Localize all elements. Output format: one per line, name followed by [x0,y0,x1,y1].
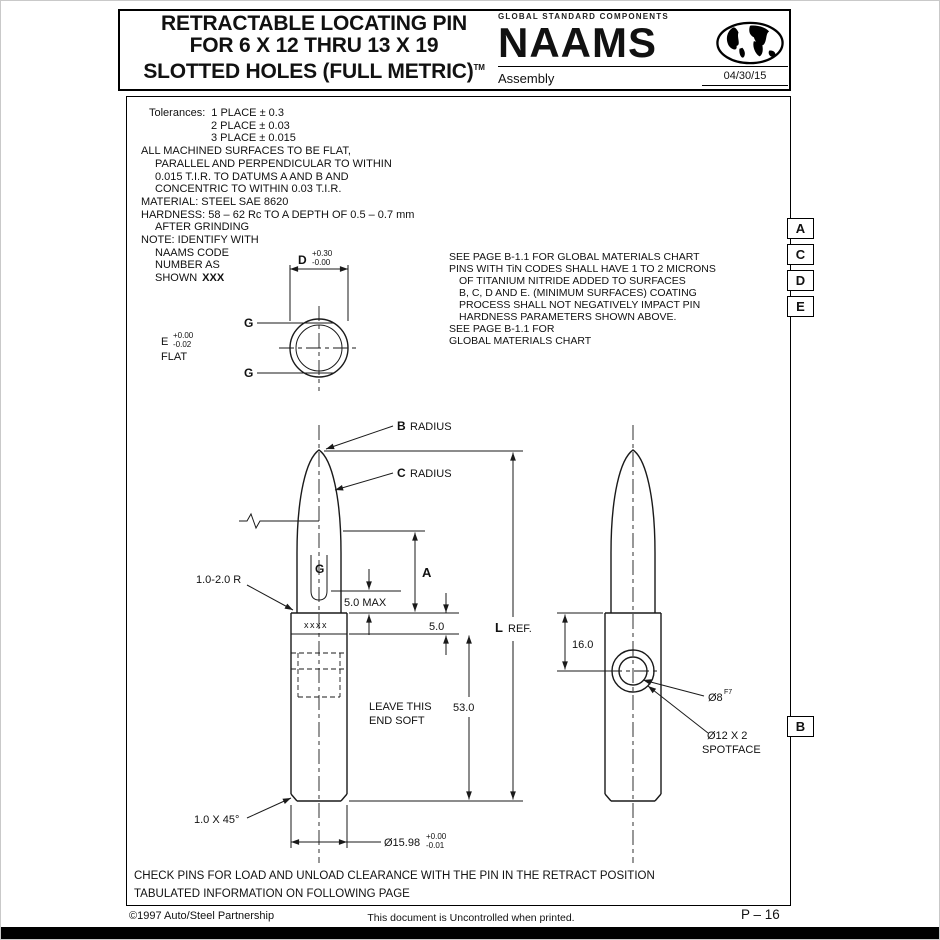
naams-code-placeholder: XXX [202,272,225,285]
brand-bottom-row: Assembly 04/30/15 [498,67,788,86]
note-line: HARDNESS PARAMETERS SHOWN ABOVE. [459,311,677,323]
note-line: CONCENTRIC TO WITHIN 0.03 T.I.R. [155,183,342,196]
note-line: 0.015 T.I.R. TO DATUMS A AND B AND [155,170,349,183]
title-block-border [118,9,791,91]
globe-icon [716,21,784,65]
datum-tab-b: B [787,716,814,737]
tolerance-3: 3 PLACE ± 0.015 [211,132,296,145]
brand-block: GLOBAL STANDARD COMPONENTS NAAMS Assembl… [498,12,788,86]
note-line: B, C, D AND E. (MINIMUM SURFACES) COATIN… [459,287,697,299]
page-number: P – 16 [741,907,780,922]
revision-date: 04/30/15 [702,67,788,86]
note-line: PINS WITH TiN CODES SHALL HAVE 1 TO 2 MI… [449,263,716,275]
footer-bar [1,927,939,939]
title-line-1: RETRACTABLE LOCATING PIN [161,12,467,35]
note-line: PROCESS SHALL NOT NEGATIVELY IMPACT PIN [459,299,701,311]
drawing-border [126,96,791,906]
note-line: MATERIAL: STEEL SAE 8620 [141,195,289,208]
note-line: SEE PAGE B-1.1 FOR [449,323,555,335]
note-line: AFTER GRINDING [155,221,250,234]
title-line-3: SLOTTED HOLES (FULL METRIC)TM [129,57,499,83]
copyright-text: ©1997 Auto/Steel Partnership [129,910,275,922]
note-line: HARDNESS: 58 – 62 Rc TO A DEPTH OF 0.5 –… [141,208,415,221]
uncontrolled-note: This document is Uncontrolled when print… [367,912,575,924]
title-line-3-text: SLOTTED HOLES (FULL METRIC) [143,60,474,83]
tolerance-1: 1 PLACE ± 0.3 [211,107,284,119]
datum-tab-e: E [787,296,814,317]
drawing-title: RETRACTABLE LOCATING PIN FOR 6 X 12 THRU… [129,13,499,83]
general-notes: Tolerances:1 PLACE ± 0.3 2 PLACE ± 0.03 … [141,107,414,285]
brand-tagline: GLOBAL STANDARD COMPONENTS [498,12,669,21]
materials-note: SEE PAGE B-1.1 FOR GLOBAL MATERIALS CHAR… [449,251,716,347]
tabulated-info-note: TABULATED INFORMATION ON FOLLOWING PAGE [134,888,410,900]
note-line: PARALLEL AND PERPENDICULAR TO WITHIN [155,157,392,170]
note-line: SEE PAGE B-1.1 FOR GLOBAL MATERIALS CHAR… [449,251,700,263]
brand-divider [498,66,788,67]
tolerance-2: 2 PLACE ± 0.03 [211,119,290,132]
check-pins-note: CHECK PINS FOR LOAD AND UNLOAD CLEARANCE… [134,870,655,882]
note-line: NUMBER AS [155,259,220,272]
datum-tab-d: D [787,270,814,291]
shown-label: SHOWN [155,272,198,285]
naams-logo-row: NAAMS [498,21,788,65]
note-line: ALL MACHINED SURFACES TO BE FLAT, [141,145,351,158]
datum-tab-a: A [787,218,814,239]
note-line: SHOWN XXX [141,272,414,285]
note-line: NAAMS CODE [155,246,229,259]
note-line: NOTE: IDENTIFY WITH [141,234,259,247]
title-line-2: FOR 6 X 12 THRU 13 X 19 [189,34,439,57]
datum-tab-c: C [787,244,814,265]
note-line: OF TITANIUM NITRIDE ADDED TO SURFACES [459,275,686,287]
note-line: GLOBAL MATERIALS CHART [449,335,592,347]
tolerances-label: Tolerances: [149,107,206,119]
naams-logo-text: NAAMS [498,19,657,66]
assembly-label: Assembly [498,71,555,86]
note-line: Tolerances: 1 PLACE ± 0.3 [141,107,414,120]
trademark-symbol: TM [473,63,485,72]
